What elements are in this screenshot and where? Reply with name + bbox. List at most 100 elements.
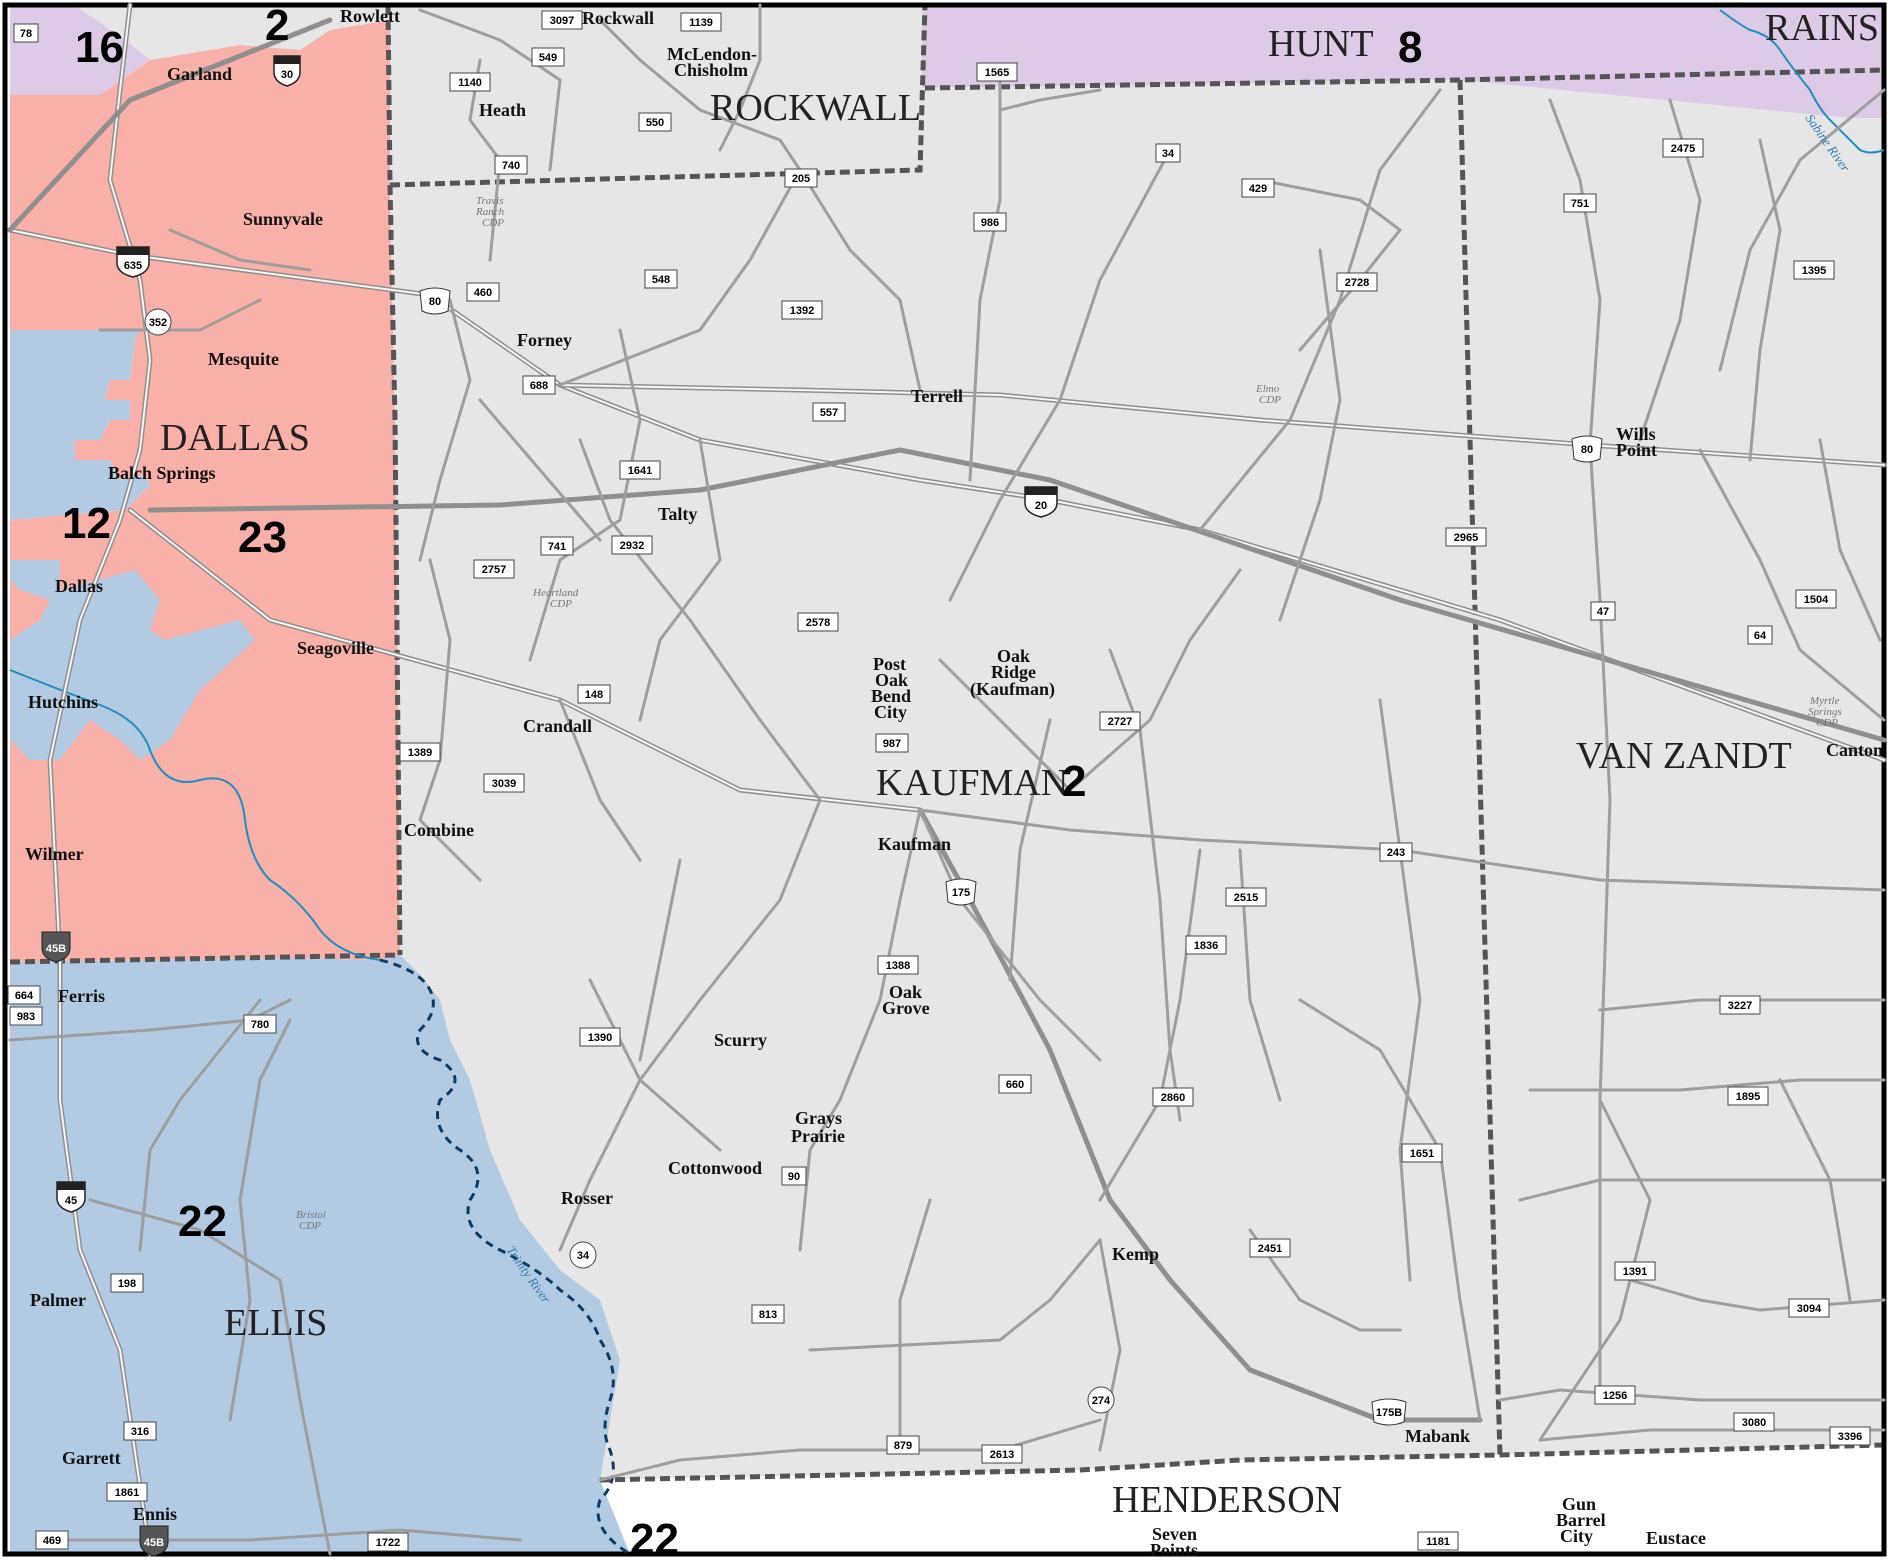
route-2965-shield: 2965 — [1445, 527, 1487, 547]
route-1139-shield: 1139 — [680, 12, 722, 32]
route-664-shield: 664 — [7, 985, 41, 1005]
svg-text:550: 550 — [646, 117, 664, 129]
district-2-label-north: 2 — [265, 1, 289, 50]
svg-text:78: 78 — [20, 28, 32, 40]
route-1504-shield: 1504 — [1795, 589, 1837, 609]
place-ridge: Ridge — [991, 662, 1036, 682]
cdp-bristol-1: Bristol — [296, 1209, 326, 1221]
interstate-45b-icon: 45B — [41, 931, 71, 963]
svg-text:34: 34 — [1162, 148, 1175, 160]
district-22-area — [10, 955, 630, 1554]
place-eustace: Eustace — [1646, 1528, 1706, 1548]
svg-text:2515: 2515 — [1234, 892, 1258, 904]
us-80-east-icon: 80 — [1571, 435, 1603, 463]
place-labels: Rowlett Rockwall Garland McLendon- Chish… — [25, 6, 1883, 1560]
place-gun: Gun — [1562, 1494, 1596, 1514]
svg-text:2757: 2757 — [482, 564, 506, 576]
svg-text:2475: 2475 — [1671, 143, 1695, 155]
place-mabank: Mabank — [1405, 1426, 1470, 1446]
svg-text:3039: 3039 — [492, 778, 516, 790]
svg-text:1139: 1139 — [689, 17, 713, 29]
svg-text:469: 469 — [43, 1535, 61, 1547]
route-3097-shield: 3097 — [541, 10, 583, 30]
svg-text:3080: 3080 — [1742, 1417, 1766, 1429]
route-549-shield: 549 — [531, 47, 565, 67]
place-kemp: Kemp — [1112, 1244, 1159, 1264]
henderson-area — [600, 1445, 1884, 1554]
route-740-shield: 740 — [494, 155, 528, 175]
svg-text:47: 47 — [1597, 606, 1609, 618]
route-548-shield: 548 — [644, 269, 678, 289]
svg-text:316: 316 — [131, 1426, 149, 1438]
district-8-label: 8 — [1398, 23, 1422, 72]
route-316-shield: 316 — [123, 1421, 157, 1441]
county-dallas: DALLAS — [160, 417, 310, 459]
place-wilmer: Wilmer — [25, 844, 84, 864]
place-hutchins: Hutchins — [28, 692, 98, 712]
route-90-shield: 90 — [781, 1166, 807, 1186]
route-751-shield: 751 — [1563, 193, 1597, 213]
place-garland: Garland — [167, 64, 232, 84]
place-seven: Seven — [1152, 1524, 1197, 1544]
route-1836-shield: 1836 — [1185, 935, 1227, 955]
place-oak-1: Oak — [875, 670, 908, 690]
svg-text:1391: 1391 — [1623, 1266, 1647, 1278]
district-labels: 2 2 16 8 12 23 22 22 — [62, 1, 1422, 1563]
place-mesquite: Mesquite — [208, 349, 279, 369]
svg-text:460: 460 — [474, 287, 492, 299]
route-1722-shield: 1722 — [367, 1532, 409, 1552]
place-kaufman-paren: (Kaufman) — [970, 679, 1055, 700]
route-198-shield: 198 — [110, 1273, 144, 1293]
us-80-west-icon: 80 — [419, 287, 451, 315]
route-3039-shield: 3039 — [483, 773, 525, 793]
county-van-zandt: VAN ZANDT — [1576, 735, 1792, 777]
place-dallas: Dallas — [55, 576, 103, 596]
svg-text:740: 740 — [502, 160, 520, 172]
route-1392-shield: 1392 — [781, 300, 823, 320]
cdp-elmo-2: CDP — [1259, 394, 1281, 406]
route-2613-shield: 2613 — [981, 1444, 1023, 1464]
svg-text:429: 429 — [1249, 183, 1267, 195]
svg-text:664: 664 — [15, 990, 34, 1002]
district-8-area — [922, 5, 1884, 118]
route-243-shield: 243 — [1379, 842, 1413, 862]
svg-text:198: 198 — [118, 1278, 136, 1290]
svg-text:1181: 1181 — [1426, 1536, 1450, 1548]
place-oak-grove-2: Grove — [882, 998, 930, 1018]
interstate-30-icon: 30 — [273, 55, 301, 87]
route-2728-shield: 2728 — [1336, 272, 1378, 292]
cdp-myrtle-1: Myrtle — [1809, 695, 1839, 707]
svg-text:2965: 2965 — [1454, 532, 1478, 544]
place-talty: Talty — [658, 504, 697, 524]
route-148-shield: 148 — [577, 684, 611, 704]
district-23-label: 23 — [238, 513, 287, 562]
svg-text:1504: 1504 — [1804, 594, 1829, 606]
place-kaufman: Kaufman — [878, 834, 951, 854]
route-2515-shield: 2515 — [1225, 887, 1267, 907]
route-1861-shield: 1861 — [106, 1482, 148, 1502]
route-1651-shield: 1651 — [1401, 1143, 1443, 1163]
route-741-shield: 741 — [540, 536, 574, 556]
place-grays: Grays — [795, 1108, 842, 1128]
svg-text:983: 983 — [17, 1011, 35, 1023]
county-hunt: HUNT — [1268, 23, 1374, 65]
route-34-south-icon: 34 — [569, 1241, 597, 1269]
route-3227-shield: 3227 — [1719, 995, 1761, 1015]
svg-text:2451: 2451 — [1258, 1243, 1282, 1255]
place-city-1: City — [874, 702, 907, 722]
route-2932-shield: 2932 — [611, 535, 653, 555]
route-2578-shield: 2578 — [797, 612, 839, 632]
svg-text:148: 148 — [585, 689, 603, 701]
road-network — [7, 2, 1887, 1557]
route-2860-shield: 2860 — [1152, 1087, 1194, 1107]
route-460-shield: 460 — [466, 282, 500, 302]
cdp-bristol-2: CDP — [299, 1220, 321, 1232]
place-sunnyvale: Sunnyvale — [243, 209, 323, 229]
svg-text:1388: 1388 — [886, 960, 910, 972]
svg-text:1651: 1651 — [1410, 1148, 1434, 1160]
county-rockwall: ROCKWALL — [710, 87, 921, 129]
svg-text:243: 243 — [1387, 847, 1405, 859]
svg-text:1395: 1395 — [1802, 265, 1826, 277]
svg-text:2860: 2860 — [1161, 1092, 1185, 1104]
district-12-label: 12 — [62, 499, 111, 548]
